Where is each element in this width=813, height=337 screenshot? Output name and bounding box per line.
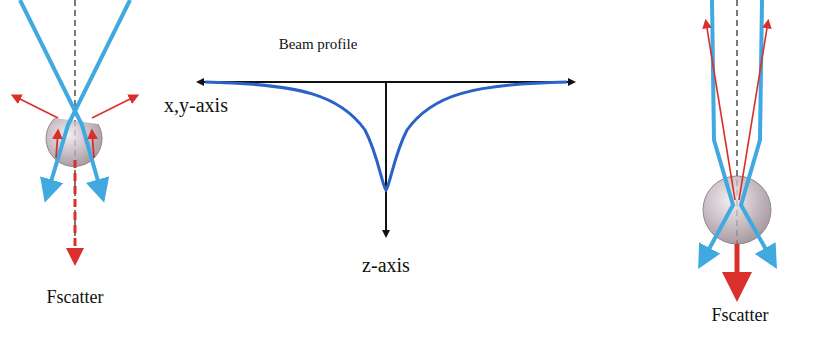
sphere (703, 176, 771, 244)
force-arrow (56, 132, 58, 158)
ray (20, 0, 102, 195)
axis (736, 0, 737, 300)
label: z-axis (362, 254, 410, 277)
force-arrow (14, 96, 58, 118)
label: x,y-axis (164, 94, 228, 117)
force-arrow (739, 22, 768, 200)
label: Fscatter (47, 287, 104, 308)
beam-profile-curve (205, 82, 567, 190)
label: Fscatter (712, 305, 769, 326)
ray (702, 0, 733, 262)
scatter-force (735, 244, 740, 292)
label: Beam profile (279, 36, 358, 53)
ray (741, 0, 773, 262)
ray (47, 0, 130, 195)
force-arrow (92, 132, 94, 158)
scatter-force (74, 160, 77, 260)
axis-arrow (385, 82, 387, 236)
force-arrow (706, 22, 735, 200)
force-arrow (92, 96, 136, 118)
